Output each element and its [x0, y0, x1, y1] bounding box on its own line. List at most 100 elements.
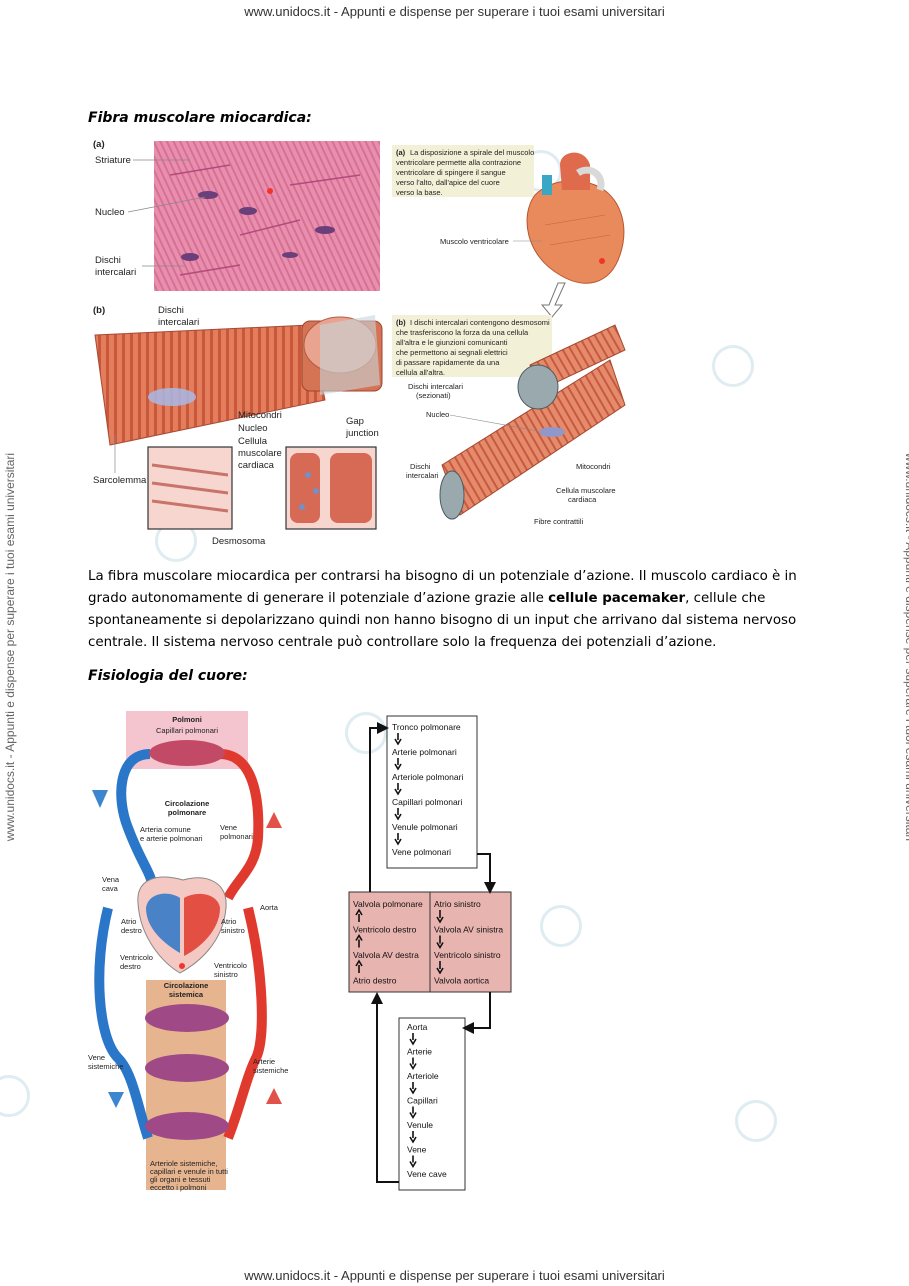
label-capillari-polmonari: Capillari polmonari	[156, 726, 218, 735]
label-ventricolo-destro-2: destro	[120, 962, 141, 971]
watermark-logo-icon	[0, 1075, 30, 1117]
caption-a-marker: (a)	[396, 148, 406, 157]
b-label-mitocondri: Mitocondri	[238, 410, 282, 421]
watermark-logo-icon	[712, 345, 754, 387]
label-bottom-3: gli organi e tessuti	[150, 1175, 211, 1184]
b-label-gap: Gap	[346, 416, 364, 427]
caption-b-line: di passare rapidamente da una	[396, 358, 500, 367]
connector-arrow	[371, 992, 399, 1183]
flow-item-heart-right-side: Atrio destro	[353, 976, 397, 986]
heart-drawing	[526, 152, 625, 284]
label-vene-sist: Vene	[88, 1053, 105, 1062]
arrow-down-icon	[436, 961, 444, 975]
flow-item-heart-left-side: Valvola AV sinistra	[434, 925, 503, 935]
label-ventricolo-destro: Ventricolo	[120, 953, 153, 962]
flow-item-pulmonary: Tronco polmonare	[392, 722, 461, 732]
label-ventricolo-sinistro-2: sinistro	[214, 970, 238, 979]
label-arteria-2: e arterie polmonari	[140, 834, 203, 843]
arrow-down-icon	[409, 1131, 417, 1144]
figure-fibra-muscolare: (a) Striature Nucleo Dischi intercalari …	[93, 139, 626, 547]
label-striature: Striature	[95, 155, 131, 166]
arrow-down-icon	[409, 1057, 417, 1071]
arrow-down-icon	[394, 758, 402, 771]
paragraph-bold: cellule pacemaker	[548, 591, 686, 606]
label-atrio-destro-2: destro	[121, 926, 142, 935]
label-bottom: Arteriole sistemiche,	[150, 1159, 218, 1168]
b-label-dischi: Dischi	[158, 305, 184, 316]
caption-b-line: all'altra e le giunzioni comunicanti	[396, 338, 508, 347]
label-vene-sist-2: sistemiche	[88, 1062, 123, 1071]
r-label-mitocondri: Mitocondri	[576, 462, 611, 471]
b-label-cardiaca: cardiaca	[238, 460, 275, 471]
flow-item-pulmonary: Capillari polmonari	[392, 797, 463, 807]
capillary-beds	[145, 740, 229, 1140]
arrow-down-icon	[409, 1033, 417, 1046]
flow-item-pulmonary: Venule polmonari	[392, 822, 458, 832]
flow-item-heart-right-side: Valvola polmonare	[353, 899, 423, 909]
r-label-fibre: Fibre contrattili	[534, 517, 584, 526]
label-nucleo: Nucleo	[95, 207, 125, 218]
r-label-cardiaca: cardiaca	[568, 495, 597, 504]
r-label-dischi-sez: Dischi intercalari	[408, 382, 463, 391]
caption-a-line: verso l'alto, dall'apice del cuore	[396, 178, 500, 187]
label-circ-sistemica: Circolazione	[164, 981, 209, 990]
flow-item-systemic: Venule	[407, 1120, 433, 1130]
b-label-nucleo: Nucleo	[238, 423, 268, 434]
b-label-desmosoma: Desmosoma	[212, 536, 266, 547]
label-dischi: Dischi	[95, 255, 121, 266]
caption-b-line: cellula all'altra.	[396, 368, 445, 377]
label-atrio-sinistro-2: sinistro	[221, 926, 245, 935]
body-paragraph: La fibra muscolare miocardica per contra…	[88, 566, 823, 654]
vessel-loops	[94, 749, 267, 1140]
flow-item-heart-left-side: Ventricolo sinistro	[434, 950, 501, 960]
flow-item-pulmonary: Arteriole polmonari	[392, 772, 463, 782]
arrow-up-icon	[355, 933, 363, 948]
flow-item-heart-right-side: Valvola AV destra	[353, 950, 419, 960]
b-label-sarcolemma: Sarcolemma	[93, 475, 147, 486]
arrow-down-icon	[409, 1106, 417, 1120]
micrograph	[154, 141, 380, 291]
arrow-down-icon	[394, 833, 402, 846]
label-aorta: Aorta	[260, 903, 279, 912]
caption-b-marker: (b)	[396, 318, 406, 327]
systemic-box-flow	[398, 1017, 466, 1191]
label-polmoni: Polmoni	[172, 715, 202, 724]
paragraph-text: La fibra muscolare miocardica per contra…	[88, 569, 797, 606]
label-circ-polmonare-2: polmonare	[168, 808, 206, 817]
panel-b-letter: (b)	[93, 305, 105, 316]
pulmonary-box	[386, 715, 478, 869]
b-label-cellula: Cellula	[238, 436, 268, 447]
side-watermark-right: www.unidocs.it - Appunti e dispense per …	[903, 452, 909, 842]
connector-arrow	[462, 992, 491, 1034]
r-label-dischi: Dischi	[410, 462, 431, 471]
label-arterie-sist-2: sistemiche	[253, 1066, 288, 1075]
caption-a-line: ventricolare di spingere il sangue	[396, 168, 506, 177]
label-arterie-sist: Arterie	[253, 1057, 275, 1066]
highlight-dot	[267, 188, 273, 194]
arrow-down-icon	[409, 1155, 417, 1169]
label-intercalari: intercalari	[95, 267, 136, 278]
arrow-up-icon	[355, 959, 363, 973]
watermark-logo-icon	[540, 905, 582, 947]
label-ventricolo-sinistro: Ventricolo	[214, 961, 247, 970]
page-footer: www.unidocs.it - Appunti e dispense per …	[244, 1268, 665, 1283]
flow-item-systemic: Capillari	[407, 1096, 438, 1106]
label-atrio-sinistro: Atrio	[221, 917, 236, 926]
label-bottom-2: capillari e venule in tutti	[150, 1167, 228, 1176]
arrow-down-icon	[394, 733, 402, 746]
r-label-intercalari: intercalari	[406, 471, 439, 480]
r-label-cellula: Cellula muscolare	[556, 486, 616, 495]
arrow-down-icon	[436, 935, 444, 950]
flow-arrow-icon	[266, 1088, 282, 1104]
flow-item-pulmonary: Vene polmonari	[392, 847, 451, 857]
arrow-down-icon	[394, 808, 402, 821]
section-heading-fisiologia: Fisiologia del cuore:	[88, 668, 248, 684]
flow-item-systemic: Arteriole	[407, 1071, 439, 1081]
flow-item-systemic: Aorta	[407, 1022, 428, 1032]
caption-a-line: ventricolare permette alla contrazione	[396, 158, 521, 167]
micrograph-discs	[169, 164, 361, 276]
section-heading-fibra: Fibra muscolare miocardica:	[88, 110, 312, 126]
label-bottom-4: eccetto i polmoni	[150, 1183, 207, 1192]
flow-item-pulmonary: Arterie polmonari	[392, 747, 457, 757]
